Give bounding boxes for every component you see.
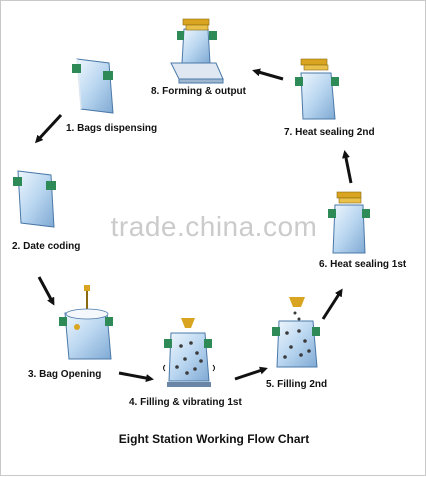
arrow-7-to-8 [252,68,284,81]
arrow-6-to-7 [342,150,353,184]
station-3-bag-opening-illustration [59,285,113,360]
arrow-4-to-5 [234,366,268,381]
watermark: trade.china.com [110,211,318,242]
station-2-label: 2. Date coding [12,241,81,252]
arrow-1-to-2 [34,113,63,144]
station-4-filling-vibrating-illustration [163,318,215,387]
station-7-heat-sealing-2nd-illustration [295,58,339,120]
station-6-label: 6. Heat sealing 1st [319,259,407,270]
station-2-date-coding-illustration [13,170,56,228]
station-7-label: 7. Heat sealing 2nd [284,127,375,138]
arrow-3-to-4 [118,371,154,383]
station-1-bags-dispensing-illustration [72,58,114,114]
station-5-label: 5. Filling 2nd [266,379,328,390]
station-5-filling-2nd-illustration [272,297,320,368]
diagram-title: Eight Station Working Flow Chart [118,432,310,446]
arrow-5-to-6 [321,288,343,320]
station-1-label: 1. Bags dispensing [66,123,158,134]
station-3-label: 3. Bag Opening [28,369,102,380]
station-4-label: 4. Filling & vibrating 1st [129,397,242,408]
station-6-heat-sealing-1st-illustration [328,191,370,254]
station-8-label: 8. Forming & output [151,86,246,97]
station-8-forming-output-illustration [170,18,224,84]
arrow-2-to-3 [37,276,55,306]
